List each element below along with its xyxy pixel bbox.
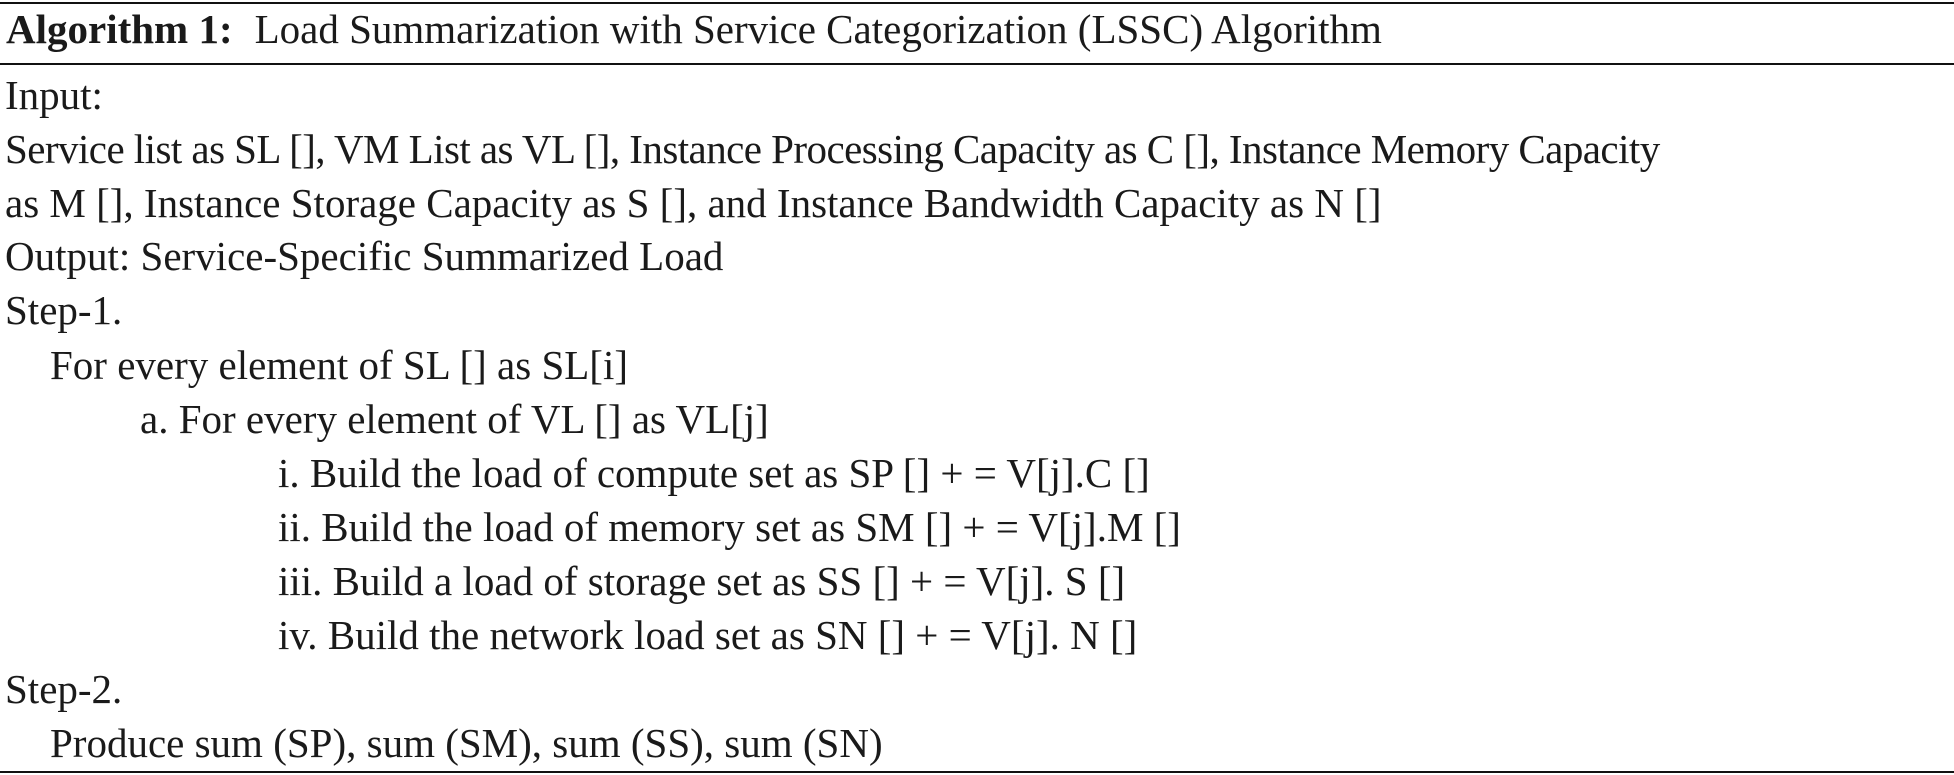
input-line-2: as M [], Instance Storage Capacity as S … <box>5 180 1382 226</box>
algorithm-title: Load Summarization with Service Categori… <box>254 6 1382 52</box>
step-1-loop: For every element of SL [] as SL[i] <box>50 342 629 388</box>
algorithm-label: Algorithm 1: <box>6 6 233 52</box>
step-1-item-compute: i. Build the load of compute set as SP [… <box>278 450 1150 496</box>
step-1-inner-loop: a. For every element of VL [] as VL[j] <box>140 396 769 442</box>
input-line-1: Service list as SL [], VM List as VL [],… <box>5 126 1660 172</box>
header-rule <box>0 63 1954 65</box>
step-2-heading: Step-2. <box>5 666 123 712</box>
top-rule <box>0 2 1954 4</box>
step-1-item-storage: iii. Build a load of storage set as SS [… <box>278 558 1126 604</box>
algorithm-header: Algorithm 1: Load Summarization with Serv… <box>0 2 1382 56</box>
step-2-body: Produce sum (SP), sum (SM), sum (SS), su… <box>50 720 883 766</box>
bottom-rule <box>0 771 1954 773</box>
output-line: Output: Service-Specific Summarized Load <box>5 233 724 279</box>
step-1-item-network: iv. Build the network load set as SN [] … <box>278 612 1138 658</box>
step-1-item-memory: ii. Build the load of memory set as SM [… <box>278 504 1181 550</box>
step-1-heading: Step-1. <box>5 287 123 333</box>
input-heading: Input: <box>5 72 103 118</box>
